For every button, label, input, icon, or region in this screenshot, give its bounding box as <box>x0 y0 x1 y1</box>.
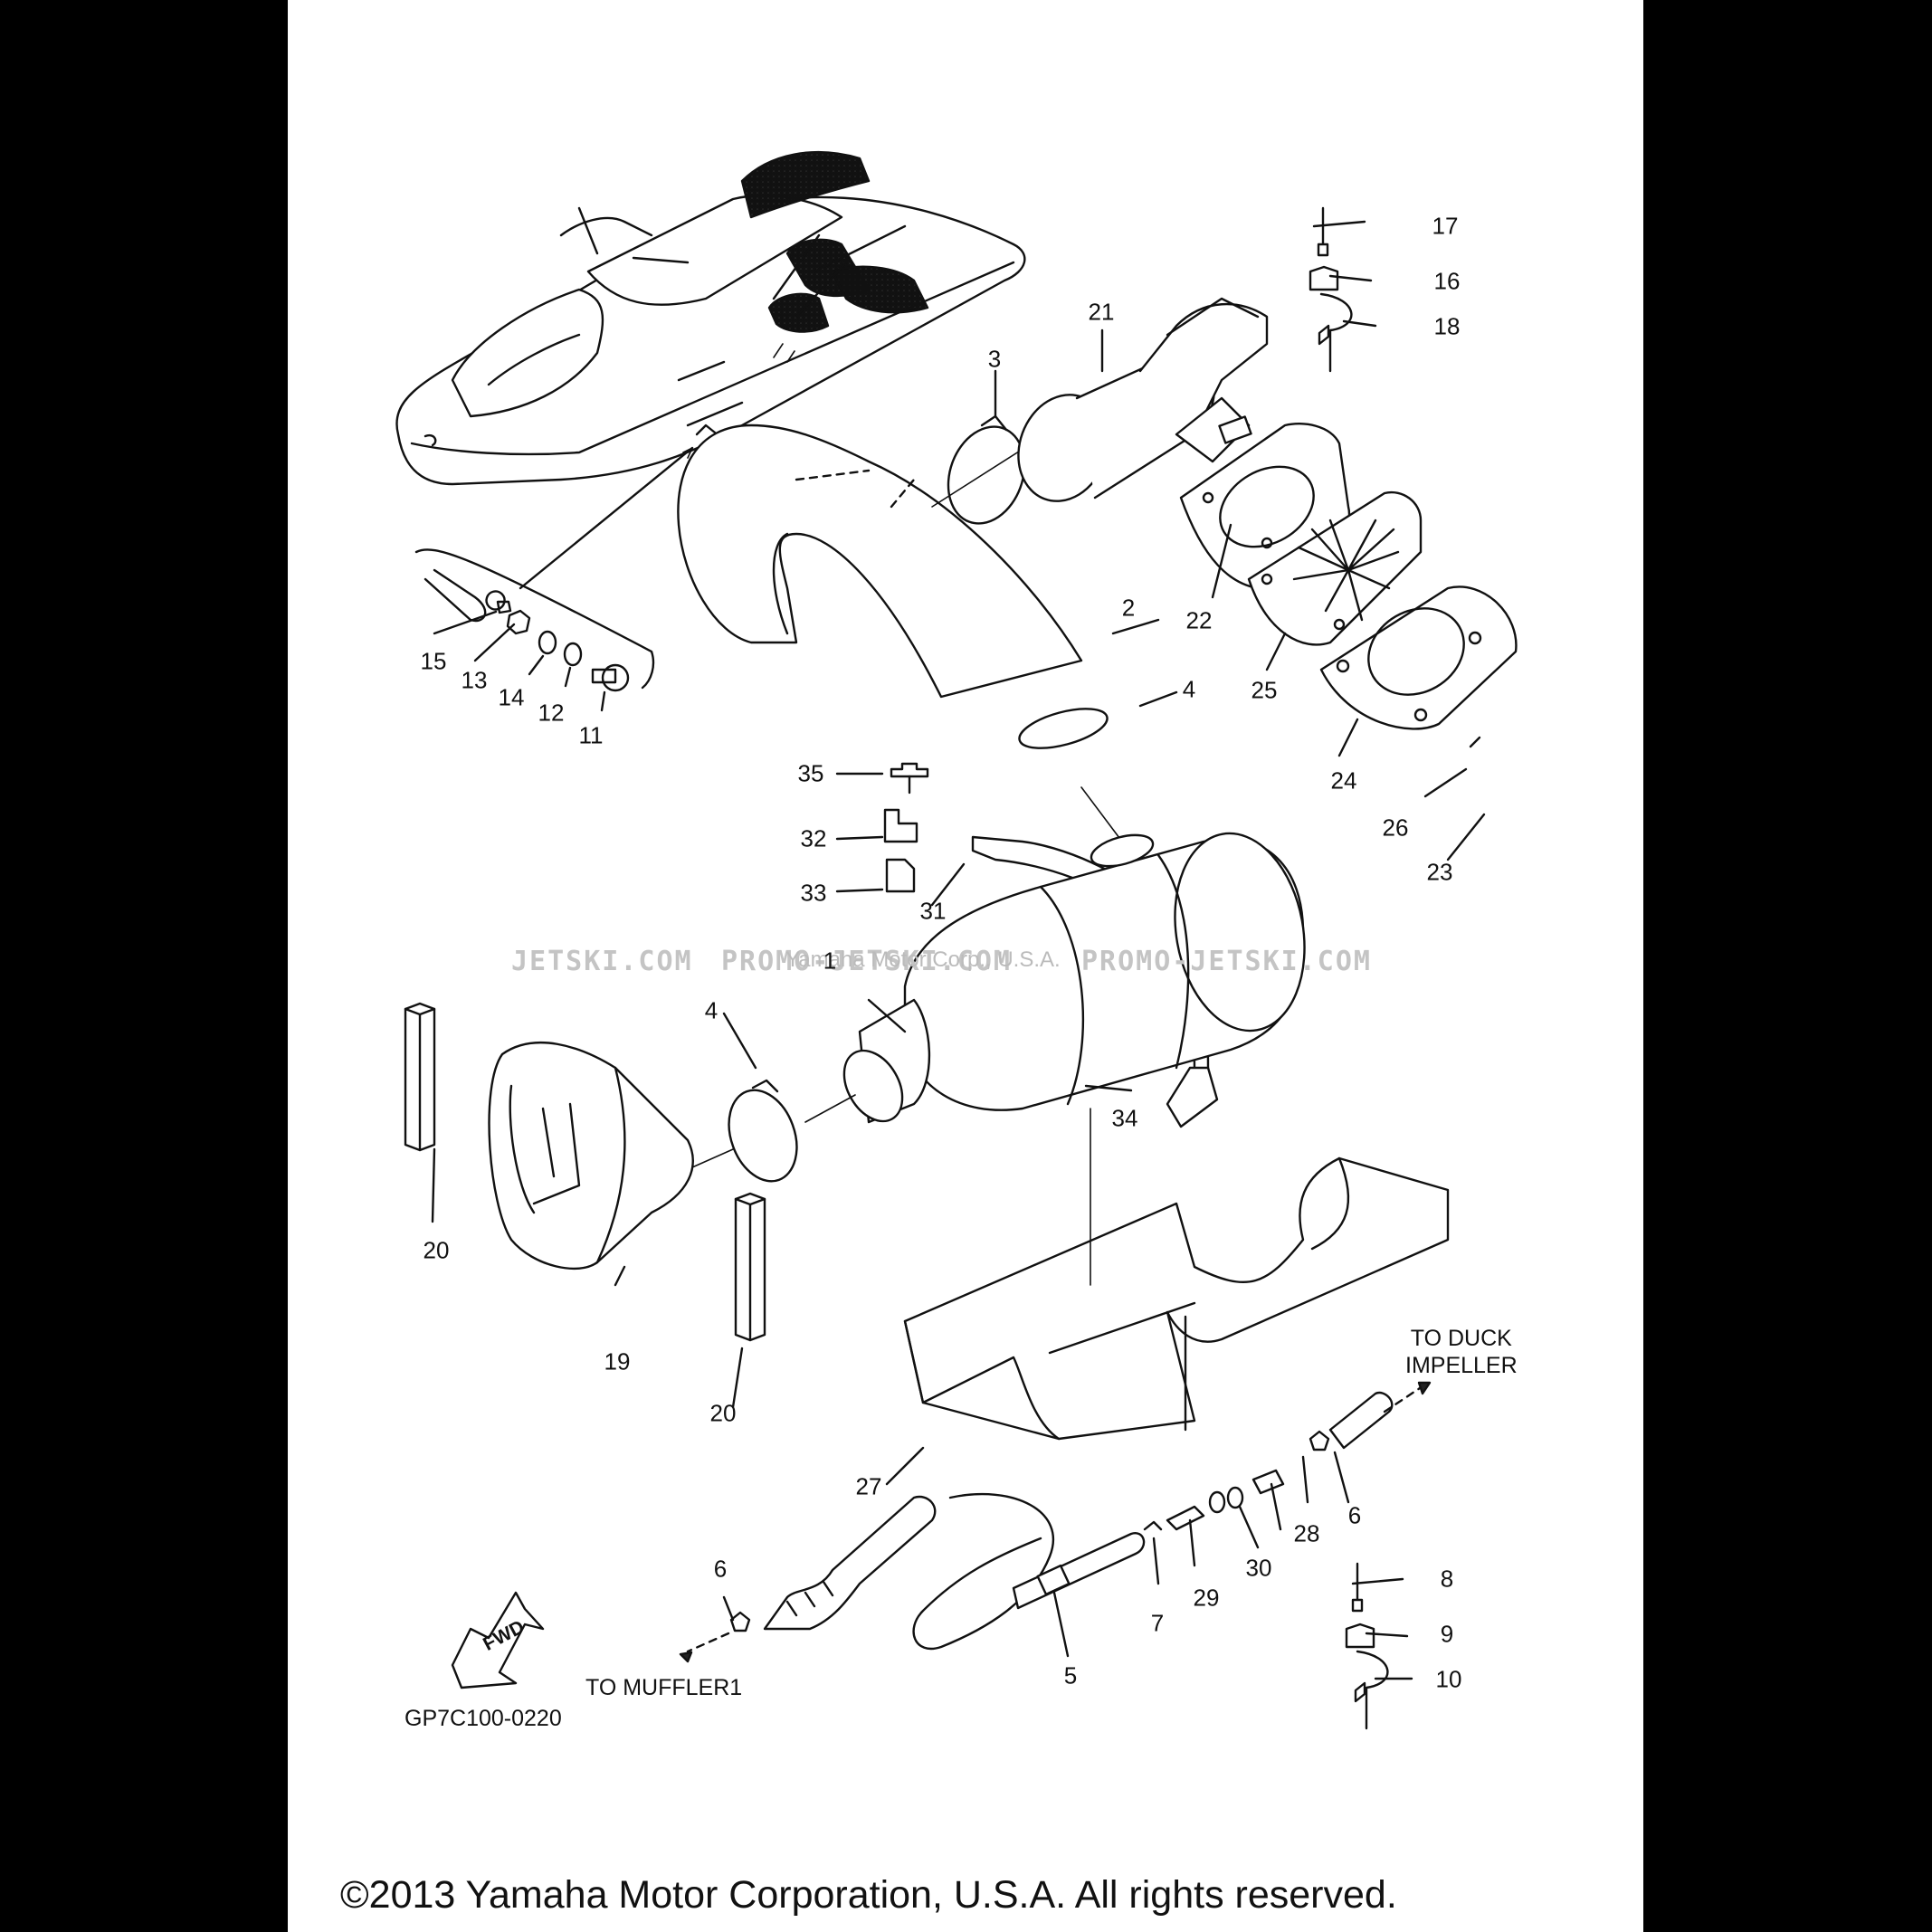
leader-lines <box>431 220 1486 1680</box>
callout-24[interactable]: 24 <box>1330 766 1357 795</box>
part-27-foam-tray <box>903 1156 1450 1441</box>
callout-1[interactable]: 1 <box>823 947 837 975</box>
part-20-foam-strips <box>404 1002 766 1342</box>
callout-17[interactable]: 17 <box>1432 212 1459 240</box>
diagram-code: GP7C100-0220 <box>404 1706 562 1731</box>
callout-13[interactable]: 13 <box>461 666 488 694</box>
callout-34[interactable]: 34 <box>1111 1104 1138 1132</box>
callout-8[interactable]: 8 <box>1440 1565 1454 1593</box>
fwd-arrow <box>451 1591 545 1689</box>
callout-18[interactable]: 18 <box>1433 312 1461 340</box>
hull-mount-pointer <box>519 446 694 590</box>
callout-4-lower[interactable]: 4 <box>704 996 719 1024</box>
callout-16[interactable]: 16 <box>1433 267 1461 295</box>
part-2-elbow-pipe <box>677 424 1083 699</box>
callout-6-left[interactable]: 6 <box>713 1555 728 1583</box>
part-4-upper-clamp <box>1018 708 1109 749</box>
callout-7[interactable]: 7 <box>1150 1609 1165 1637</box>
side-mount-detail <box>414 548 655 692</box>
callout-35[interactable]: 35 <box>797 759 824 787</box>
callout-20-left[interactable]: 20 <box>423 1236 450 1264</box>
callout-11[interactable]: 11 <box>578 721 604 749</box>
part-1-muffler <box>842 832 1306 1128</box>
note-to-muffler1: TO MUFFLER1 <box>585 1675 743 1700</box>
callout-23[interactable]: 23 <box>1426 858 1453 886</box>
callout-14[interactable]: 14 <box>498 683 525 711</box>
callout-15[interactable]: 15 <box>420 647 447 675</box>
callout-32[interactable]: 32 <box>800 824 827 852</box>
callout-2[interactable]: 2 <box>1121 594 1136 622</box>
callout-26[interactable]: 26 <box>1382 814 1409 842</box>
callout-10[interactable]: 10 <box>1435 1665 1462 1693</box>
callout-31[interactable]: 31 <box>919 897 947 925</box>
watermark-right: PROMO-JETSKI.COM <box>1081 946 1372 977</box>
cable-tie-lower <box>1345 1562 1389 1730</box>
callout-4-upper[interactable]: 4 <box>1182 675 1196 703</box>
bracket-parts <box>883 762 929 893</box>
callout-28[interactable]: 28 <box>1293 1519 1320 1547</box>
lower-hose-assembly <box>679 1381 1432 1663</box>
callout-21[interactable]: 21 <box>1088 298 1115 326</box>
callout-22[interactable]: 22 <box>1185 606 1213 634</box>
part-24-flange <box>1319 585 1518 730</box>
callout-6-right[interactable]: 6 <box>1347 1501 1362 1529</box>
watercraft-overview <box>395 150 1026 486</box>
callout-27[interactable]: 27 <box>855 1472 882 1500</box>
cable-tie-upper <box>1309 206 1353 373</box>
callout-29[interactable]: 29 <box>1193 1584 1220 1612</box>
part-4-lower-clamp <box>691 1079 856 1183</box>
copyright-notice: ©2013 Yamaha Motor Corporation, U.S.A. A… <box>340 1873 1397 1917</box>
callout-30[interactable]: 30 <box>1245 1554 1272 1582</box>
part-3-clamp <box>931 414 1033 525</box>
part-19-funnel <box>488 1042 694 1270</box>
callout-20-right[interactable]: 20 <box>709 1399 737 1427</box>
callout-3[interactable]: 3 <box>987 345 1002 373</box>
watermark-left: JETSKI.COM <box>511 946 693 977</box>
callout-9[interactable]: 9 <box>1440 1620 1454 1648</box>
watermark-center: PROMO-JETSKI.COM <box>721 946 1012 977</box>
callout-19[interactable]: 19 <box>604 1347 631 1375</box>
part-25-screen-gasket <box>1247 490 1423 646</box>
watermark-text: Yamaha Motor Corp., U.S.A. <box>785 947 1061 972</box>
note-to-duck-impeller: TO DUCK IMPELLER <box>1405 1326 1518 1378</box>
callout-12[interactable]: 12 <box>538 699 565 727</box>
callout-5[interactable]: 5 <box>1063 1661 1078 1689</box>
part-21-exhaust-chamber <box>1017 297 1269 502</box>
callout-25[interactable]: 25 <box>1251 676 1278 704</box>
callout-33[interactable]: 33 <box>800 879 827 907</box>
